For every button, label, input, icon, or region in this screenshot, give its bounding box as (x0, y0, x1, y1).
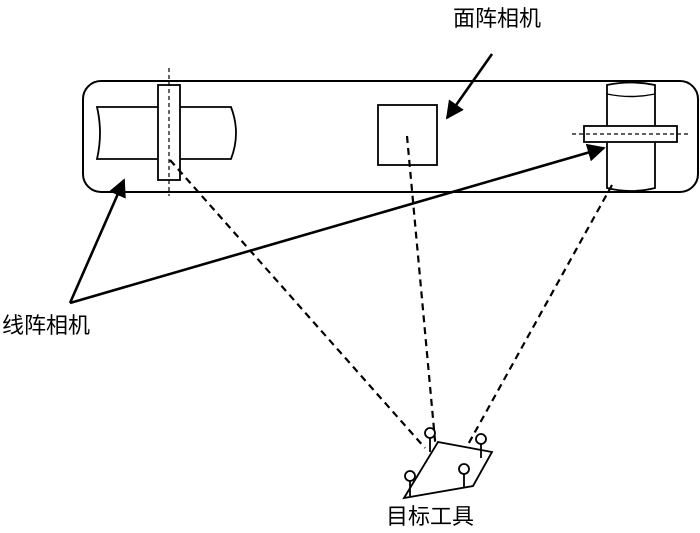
annotation-arrows (68, 53, 606, 305)
area-camera-label: 面阵相机 (453, 7, 541, 32)
camera-housing (82, 80, 699, 193)
target-tool (402, 427, 494, 500)
target-tool-label: 目标工具 (386, 505, 474, 530)
sight-lines (169, 135, 613, 469)
right-line-camera (572, 81, 690, 192)
line-camera-label: 线阵相机 (2, 314, 90, 339)
left-line-camera (95, 68, 237, 196)
area-camera-box (377, 104, 438, 166)
